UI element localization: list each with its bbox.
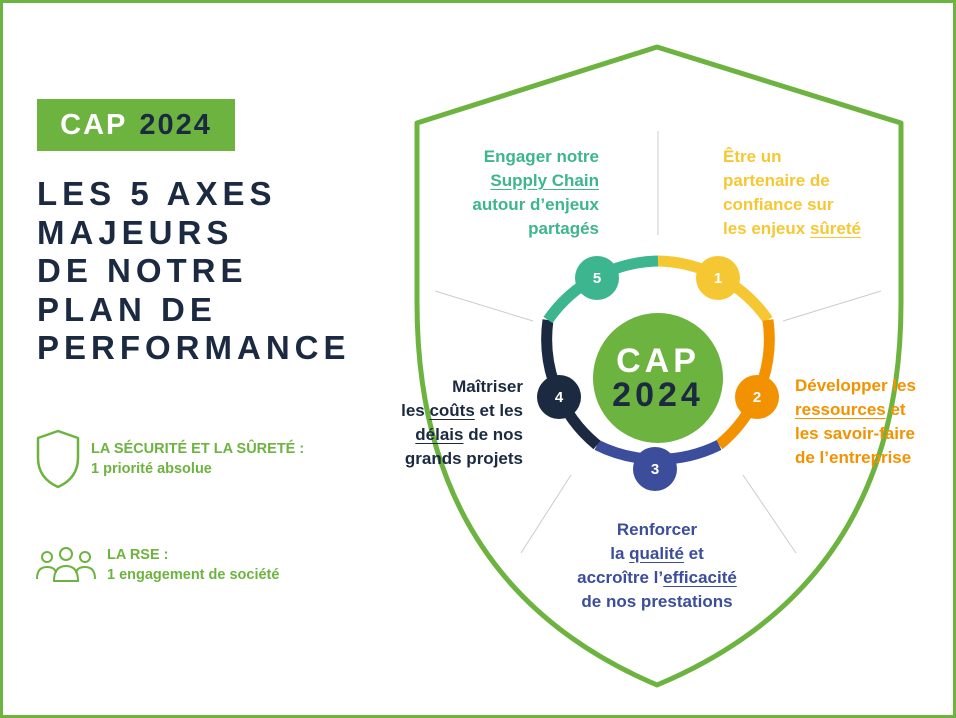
cap-2024-hub: CAP 2024: [593, 313, 723, 443]
axis-2-line-4: de l’entreprise: [795, 448, 912, 467]
axis-3-keyword-2: efficacité: [663, 568, 737, 587]
axis-number-1: 1: [696, 256, 740, 300]
axis-1-line-2: partenaire de: [723, 171, 830, 190]
axis-3-line-2-suffix: et: [683, 544, 704, 563]
axis-3-line-3: accroître l’efficacité: [557, 566, 757, 590]
axis-3-line-1: Renforcer: [616, 520, 698, 539]
axis-2-line-1: Développer les: [795, 376, 916, 395]
axis-3-keyword-1: qualité: [629, 544, 684, 563]
hub-cap: CAP: [616, 342, 700, 380]
page-title: LES 5 AXES MAJEURS DE NOTRE PLAN DE PERF…: [37, 175, 351, 368]
axis-4-line-3: délais de nos: [373, 423, 523, 447]
axis-5-line-3: autour d’enjeux: [472, 195, 599, 214]
axis-3-line-2: la qualité et: [557, 542, 757, 566]
divider-upper-right: [782, 290, 882, 322]
badge-year: 2024: [139, 108, 212, 141]
axis-4-keyword-2: délais: [415, 425, 464, 444]
axis-2-line-2-suffix: et: [885, 400, 906, 419]
title-line-5: PERFORMANCE: [37, 329, 351, 366]
divider-lines: [434, 131, 882, 554]
axis-3-line-4: de nos prestations: [581, 592, 733, 611]
axis-number-2: 2: [735, 375, 779, 419]
axis-number-5: 5: [575, 256, 619, 300]
safety-priority-item: LA SÉCURITÉ ET LA SÛRETÉ : 1 priorité ab…: [35, 428, 304, 490]
rse-text: 1 engagement de société: [107, 567, 280, 583]
axis-5-line-2: Supply Chain: [433, 169, 599, 193]
axis-4-line-4: grands projets: [404, 449, 523, 468]
axis-3-line-3-prefix: accroître l’: [577, 568, 664, 587]
divider-lower-right: [742, 474, 797, 554]
axis-1-text: Être un partenaire de confiance sur les …: [723, 145, 861, 241]
title-line-2: MAJEURS: [37, 213, 234, 251]
axis-2-keyword: ressources: [795, 400, 886, 419]
axis-number-3: 3: [633, 447, 677, 491]
axis-5-line-1: Engager notre: [483, 147, 599, 166]
axis-1-line-1: Être un: [723, 147, 782, 166]
safety-text: 1 priorité absolue: [91, 461, 212, 477]
axis-4-line-1: Maîtriser: [452, 377, 523, 396]
axis-number-4: 4: [537, 375, 581, 419]
axis-4-text: Maîtriser les coûts et les délais de nos…: [373, 375, 523, 471]
rse-title: LA RSE :: [107, 547, 169, 563]
axis-4-line-2-prefix: les: [401, 401, 430, 420]
axis-3-line-2-prefix: la: [610, 544, 630, 563]
title-line-1: LES 5 AXES: [37, 175, 277, 212]
axis-5-line-4: partagés: [528, 219, 599, 238]
axis-4-keyword-1: coûts: [429, 401, 475, 420]
axis-5-keyword: Supply Chain: [490, 171, 599, 190]
axis-1-keyword: sûreté: [809, 219, 861, 238]
axis-2-line-2: ressources et: [795, 398, 916, 422]
axis-1-line-4: les enjeux sûreté: [723, 217, 861, 241]
cap-2024-badge: CAP 2024: [37, 99, 235, 151]
title-line-3: DE NOTRE: [37, 252, 248, 289]
axis-1-line-3: confiance sur: [723, 195, 834, 214]
axis-2-text: Développer les ressources et les savoir-…: [795, 374, 916, 470]
shield-outline-icon: [36, 429, 80, 489]
people-group-icon: [36, 547, 96, 582]
shield-outline: [414, 44, 904, 688]
axis-3-text: Renforcer la qualité et accroître l’effi…: [557, 518, 757, 614]
axis-2-line-3: les savoir-faire: [795, 424, 916, 443]
hub-year: 2024: [612, 376, 704, 414]
badge-cap: CAP: [60, 108, 128, 141]
axis-4-line-3-suffix: de nos: [463, 425, 523, 444]
rse-commitment-item: LA RSE : 1 engagement de société: [35, 545, 279, 585]
title-line-4: PLAN DE: [37, 290, 217, 328]
divider-lower-left: [520, 474, 572, 554]
axis-5-text: Engager notre Supply Chain autour d’enje…: [433, 145, 599, 241]
axis-4-line-2-suffix: et les: [474, 401, 523, 420]
divider-upper-left: [434, 290, 534, 322]
axis-4-line-2: les coûts et les: [373, 399, 523, 423]
axis-1-line-4-prefix: les enjeux: [723, 219, 810, 238]
safety-title: LA SÉCURITÉ ET LA SÛRETÉ :: [91, 441, 305, 457]
